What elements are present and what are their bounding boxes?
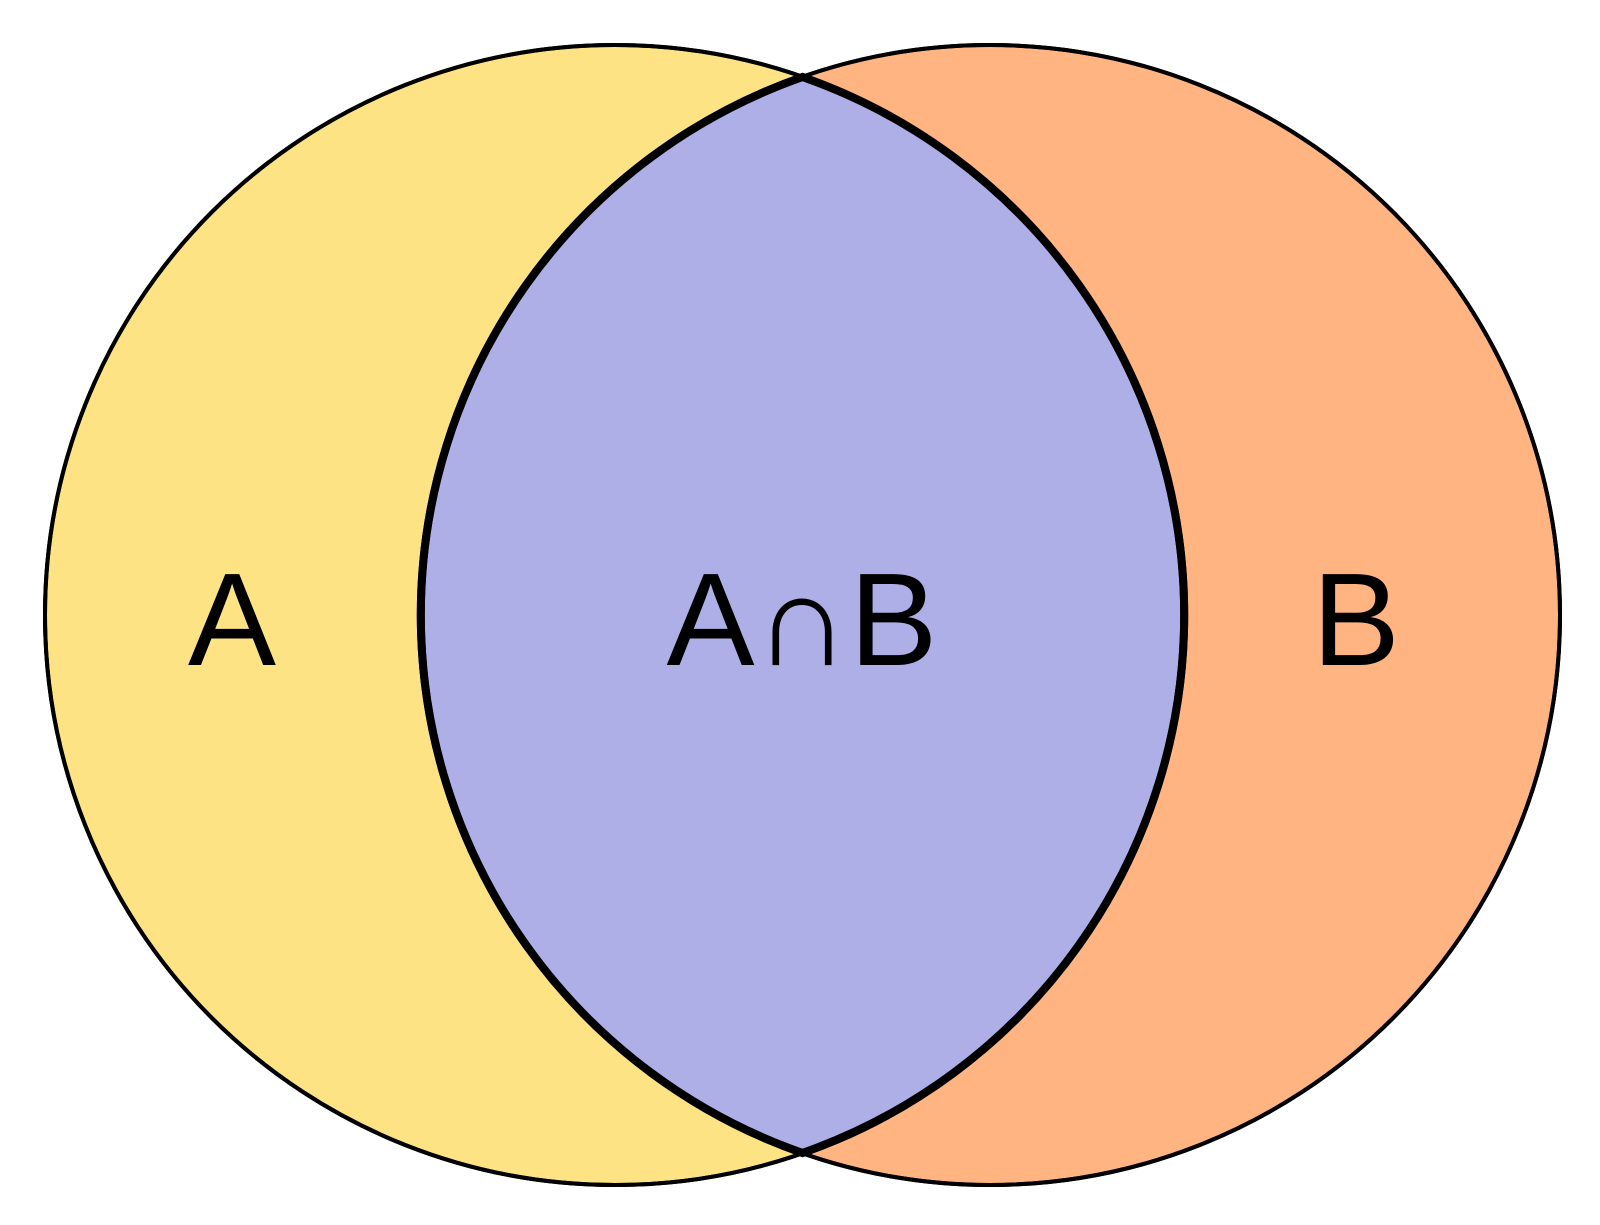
intersection-label: A∩B xyxy=(667,546,938,693)
set-a-label: A xyxy=(188,546,276,693)
intersection-outline xyxy=(416,72,1189,1158)
set-b-label: B xyxy=(1312,546,1400,693)
